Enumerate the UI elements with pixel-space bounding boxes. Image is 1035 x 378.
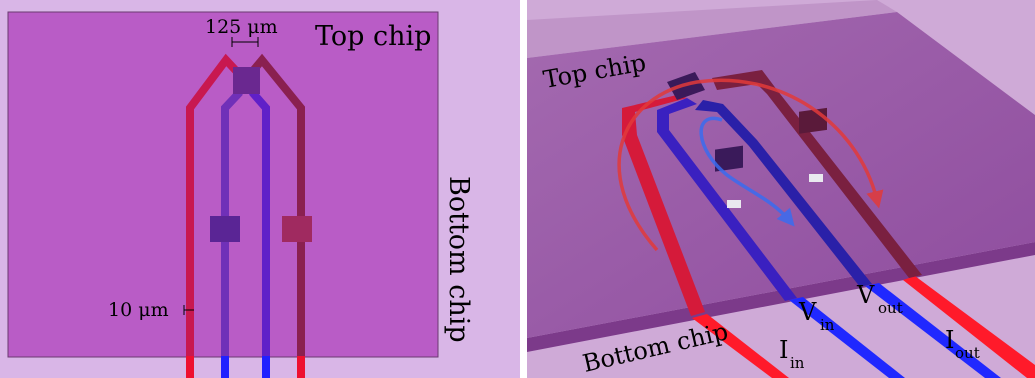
scale-label-125: 125 μm xyxy=(205,16,278,38)
scale-label-10: 10 μm xyxy=(108,299,169,321)
current-lead-in-bottom xyxy=(692,314,789,378)
svg-text:in: in xyxy=(790,354,805,372)
voltage-lead-out xyxy=(695,100,872,287)
current-contact-pad xyxy=(799,107,827,134)
voltage-bump xyxy=(727,200,741,208)
voltage-flow-arrow xyxy=(699,116,795,227)
current-lead-out-bottom xyxy=(903,276,1035,378)
voltage-contact-pad xyxy=(210,216,240,242)
terminal-label-v-in: V in xyxy=(798,298,835,334)
terminal-label-i-out: I out xyxy=(945,326,980,362)
current-contact-pad xyxy=(282,216,312,242)
svg-text:I: I xyxy=(945,326,954,354)
voltage-lead-in xyxy=(657,98,797,301)
sample-pad xyxy=(233,67,260,94)
current-bump xyxy=(809,174,823,182)
svg-text:V: V xyxy=(798,298,817,326)
svg-text:out: out xyxy=(878,299,903,317)
bottom-chip-label: Bottom chip xyxy=(443,176,474,343)
top-view-diagram: 125 μm 10 μm Top chip Bottom chip xyxy=(0,0,520,378)
current-lead-in xyxy=(622,95,705,316)
svg-text:V: V xyxy=(856,281,875,309)
svg-text:in: in xyxy=(820,316,835,334)
current-lead-out-bottom xyxy=(297,356,305,378)
svg-text:out: out xyxy=(955,344,980,362)
perspective-view-diagram: Top chip Bottom chip I in V in V out I o… xyxy=(527,0,1035,378)
voltage-lead-out-bottom xyxy=(262,356,270,378)
voltage-contact-pad xyxy=(715,145,743,172)
voltage-lead-out xyxy=(248,89,270,356)
current-flow-arrow xyxy=(617,78,884,252)
svg-text:I: I xyxy=(779,336,788,364)
voltage-lead-in xyxy=(221,89,243,356)
voltage-lead-out-bottom xyxy=(865,283,1001,378)
perspective-view-panel: Top chip Bottom chip I in V in V out I o… xyxy=(527,0,1035,378)
voltage-lead-in-bottom xyxy=(789,297,905,378)
voltage-lead-in-bottom xyxy=(221,356,229,378)
top-chip-label: Top chip xyxy=(315,21,431,52)
terminal-label-v-out: V out xyxy=(856,281,903,317)
terminal-label-i-in: I in xyxy=(779,336,805,372)
current-lead-in-bottom xyxy=(186,356,194,378)
top-view-panel: 125 μm 10 μm Top chip Bottom chip xyxy=(0,0,520,378)
current-lead-out xyxy=(712,70,922,278)
